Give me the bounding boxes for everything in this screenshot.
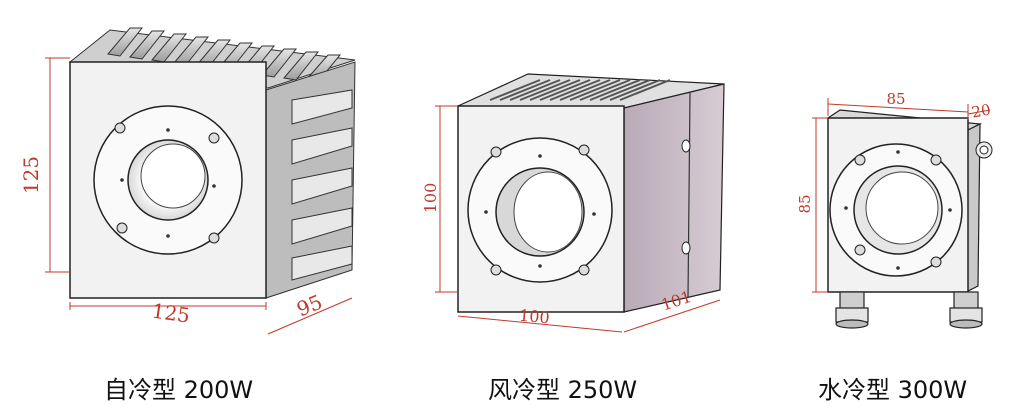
side-holes	[681, 139, 691, 255]
mounting-screws	[854, 154, 942, 268]
dimension-lines	[45, 57, 353, 335]
caption-air-cooled: 风冷型 250W	[488, 376, 638, 404]
water-fittings	[835, 291, 983, 329]
caption-self-cooled: 自冷型 200W	[104, 376, 254, 404]
dimension-depth: 95	[293, 290, 326, 322]
dimension-depth: 20	[970, 101, 992, 122]
side-heatsink-fins	[265, 61, 356, 299]
lens-bore-inner	[140, 143, 206, 209]
dimension-height: 85	[796, 194, 814, 213]
dimension-height: 100	[421, 183, 440, 214]
side-panel	[623, 83, 725, 313]
dimension-height: 125	[19, 156, 43, 194]
mounting-screws	[114, 122, 220, 244]
mounting-screws	[490, 144, 590, 276]
product-air-cooled: 100 100 101	[421, 73, 725, 333]
dimension-width: 125	[150, 299, 191, 328]
pin-holes	[484, 154, 596, 268]
pin-holes	[120, 128, 216, 238]
product-water-cooled: 85 85 20	[796, 90, 993, 329]
top-vent-slots	[489, 79, 671, 101]
dimension-lines	[812, 98, 991, 293]
product-self-cooled: 125 125 95	[19, 27, 356, 335]
dimension-width: 100	[518, 306, 550, 328]
pin-holes	[844, 150, 952, 270]
lens-bore-inner	[513, 171, 583, 253]
caption-water-cooled: 水冷型 300W	[818, 376, 968, 404]
dimension-width: 85	[886, 90, 905, 108]
lens-bore-inner	[865, 171, 939, 245]
dimension-lines	[435, 105, 721, 333]
